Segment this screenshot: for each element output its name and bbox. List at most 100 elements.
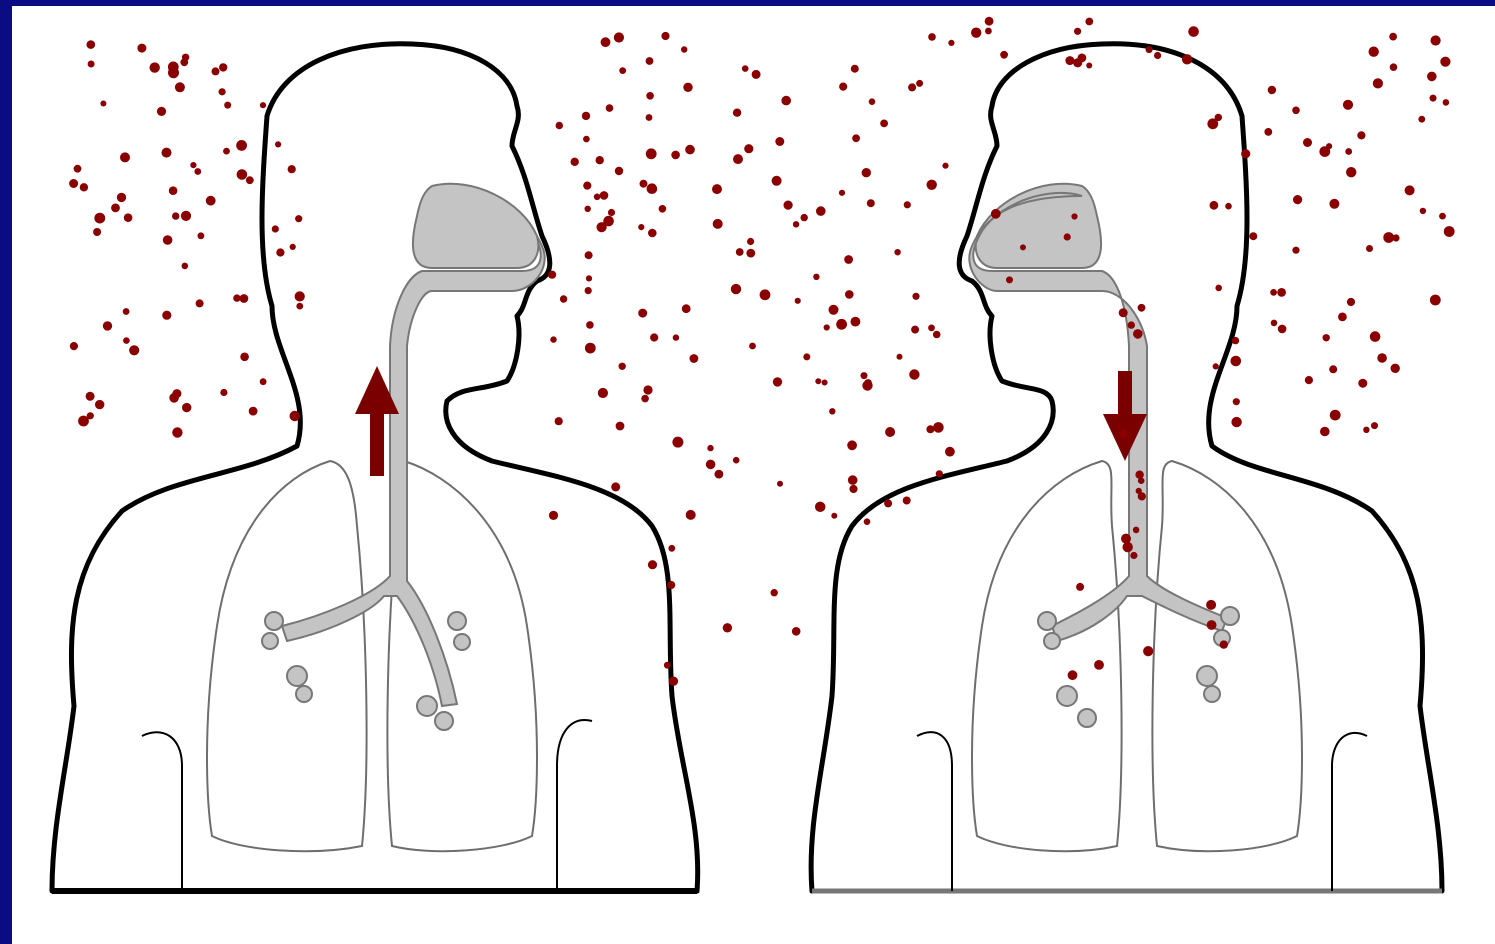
particle [1268,86,1276,94]
particle [594,194,601,201]
particle [585,251,593,259]
particle [1305,376,1313,384]
particle [1370,331,1381,342]
particle [1006,276,1013,283]
particle [908,83,916,91]
particle [822,380,828,386]
particle [760,289,771,300]
particle [648,229,657,238]
particle [707,445,713,451]
particle [87,40,96,49]
particle [295,215,302,222]
particle [80,183,88,191]
particle [1373,78,1383,88]
particle [1292,107,1300,115]
particle [1143,646,1153,656]
particle [1128,321,1135,328]
particle [1430,95,1437,102]
particle [1326,143,1332,149]
particle [659,205,667,213]
particle [224,102,231,109]
particle [897,354,903,360]
particle [851,65,859,73]
particle [903,497,911,505]
particle [290,244,296,250]
particle [1390,63,1398,71]
particle [664,662,671,669]
particle [276,248,284,256]
particle [1440,57,1450,67]
particle [94,213,105,224]
particle [1213,363,1219,369]
particle [733,457,740,464]
particle [585,206,591,212]
particle [571,158,579,166]
particle [603,216,614,227]
particle [103,321,112,330]
particle [650,333,658,341]
particle [1121,534,1131,544]
particle [1232,337,1239,344]
particle [157,107,166,116]
particle [646,57,654,65]
particle [1329,365,1337,373]
particle [851,317,861,327]
particle [260,378,267,385]
particle [862,380,872,390]
particle [638,224,644,230]
particle [933,422,944,433]
particle [1138,477,1145,484]
particle [1427,72,1437,82]
particle [181,211,191,221]
particle [611,482,620,491]
particle [683,83,692,92]
particle [100,101,106,107]
particle [1405,185,1415,195]
particle [583,182,591,190]
particle [1369,47,1379,57]
particle [1215,114,1222,121]
particle [733,154,743,164]
particle [219,88,226,95]
particle [682,304,691,313]
particle [1293,195,1302,204]
particle [1343,100,1353,110]
particle [1363,427,1369,433]
particle [661,32,669,40]
particle [1420,208,1426,214]
particle [1444,226,1455,237]
particle [815,502,825,512]
particle [752,70,761,79]
particle [237,169,248,180]
particle [671,151,680,160]
particle [1123,542,1133,552]
particle [182,263,189,270]
particle [690,354,699,363]
particle [150,62,160,72]
particle [928,325,935,332]
particle [1233,398,1240,405]
particle [1241,149,1250,158]
particle [212,67,220,75]
particle [194,168,201,175]
particle [162,148,172,158]
particle [1071,213,1077,219]
particle [894,249,900,255]
particle [614,32,624,42]
particle [839,190,845,196]
particle [1182,54,1192,64]
particle [549,511,558,520]
particle [233,294,240,301]
particle [867,199,875,207]
particle [742,65,749,72]
particle [596,156,604,164]
particle [598,388,608,398]
particle [948,40,954,46]
particle [619,67,626,74]
particle [172,212,179,219]
particle [260,102,266,108]
particle [615,167,623,175]
particle [1133,527,1140,534]
particle [1347,298,1355,306]
particle [175,82,185,92]
